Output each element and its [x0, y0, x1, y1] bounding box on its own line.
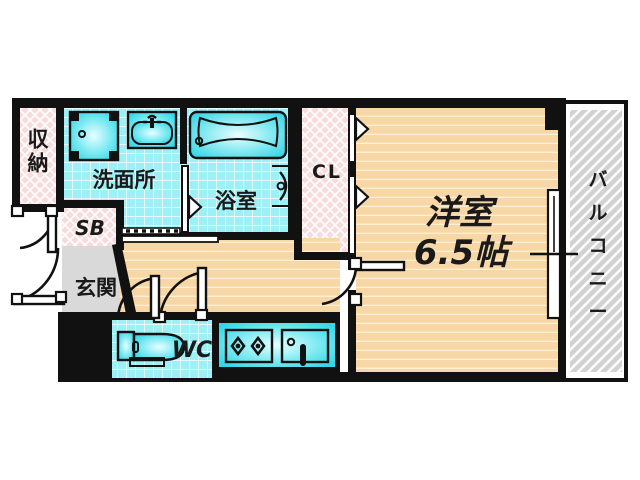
washroom-door	[121, 227, 219, 243]
wall-sb-top	[62, 200, 124, 208]
balcony-char-4: ー	[588, 301, 607, 323]
gas-stove-2-burner	[224, 328, 274, 364]
fixtures	[68, 110, 330, 367]
wall-room-left-top	[348, 106, 356, 116]
hall-door	[152, 266, 209, 324]
wall-bath-right	[288, 106, 296, 238]
balcony-char-2: コ	[588, 235, 607, 257]
wall-washroom-bath	[180, 106, 187, 164]
label-storage: 収納	[25, 128, 49, 176]
vanity-sink	[126, 110, 178, 150]
room-labels: 収納 洗面所 浴室 SB 玄関 WC CL 洋室 6.5帖 バ ル コ ニ ー	[25, 128, 608, 363]
room-floor-balcony	[570, 110, 622, 372]
wall-balcony-outer-top	[566, 100, 628, 104]
toilet-bowl	[116, 330, 186, 367]
label-mainroom: 洋室	[425, 193, 498, 233]
label-shoebox: SB	[75, 216, 105, 240]
balcony-window	[530, 188, 578, 320]
wall-left-upper	[12, 98, 20, 212]
label-bath: 浴室	[215, 189, 257, 213]
wall-room-right	[558, 108, 566, 372]
closet-door-upper	[348, 113, 370, 163]
label-washroom: 洗面所	[93, 168, 156, 192]
room-floor-storage	[12, 106, 62, 212]
washing-machine-pan	[68, 110, 120, 162]
bath-door	[181, 165, 203, 233]
wall-balcony-outer-right	[624, 100, 628, 382]
wall-top-outer	[12, 98, 566, 108]
wall-balcony-outer-bottom	[566, 378, 628, 382]
wall-storage-bottom	[12, 204, 62, 212]
wall-closet-left	[294, 106, 302, 258]
room-floor-shoebox	[62, 206, 120, 248]
room-floor-closet	[300, 106, 356, 258]
label-mainroom-size: 6.5帖	[414, 233, 513, 273]
wall-room-left-bot	[348, 290, 356, 378]
wall-closet-bottom	[294, 252, 356, 260]
label-toilet: WC	[172, 338, 212, 363]
bathtub	[188, 110, 288, 160]
label-balcony: バ ル コ ニ ー	[588, 169, 607, 323]
room-floor-mainroom	[356, 108, 562, 372]
entry-door	[10, 247, 68, 306]
wall-storage-right	[56, 106, 64, 212]
room-door	[321, 256, 406, 307]
balcony-char-0: バ	[588, 169, 607, 191]
wall-room-notch	[545, 108, 566, 130]
wall-entrance-slant	[112, 243, 136, 314]
closet-door-lower	[348, 175, 370, 255]
toilet-door	[116, 274, 161, 320]
storage-door	[10, 204, 59, 254]
kitchen-sink	[280, 328, 330, 366]
label-entrance: 玄関	[75, 276, 117, 300]
openings	[10, 113, 578, 324]
label-closet: CL	[312, 161, 342, 183]
balcony-char-3: ニ	[588, 268, 607, 290]
bath-sink	[272, 165, 290, 207]
balcony-char-1: ル	[588, 202, 607, 224]
wall-room-left-mid	[348, 160, 356, 178]
wall-sb-right	[116, 200, 124, 250]
